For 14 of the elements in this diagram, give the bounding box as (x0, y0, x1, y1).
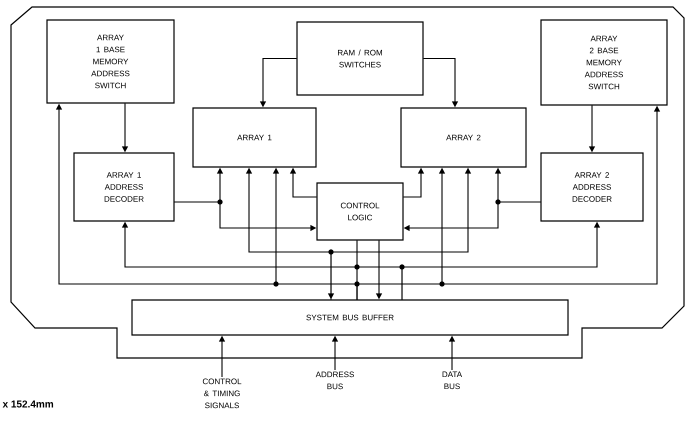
signal-label: CONTROL & TIMING SIGNALS (202, 378, 242, 408)
block-box: ARRAY 2 BASE MEMORY ADDRESS SWITCH (540, 19, 668, 106)
dimension-text: x 152.4mm (2, 400, 54, 408)
block-box: RAM / ROM SWITCHES (296, 21, 424, 96)
block-box: ARRAY 2 (400, 107, 527, 168)
block-box: ARRAY 1 BASE MEMORY ADDRESS SWITCH (46, 19, 175, 104)
block-box: CONTROL LOGIC (316, 182, 404, 241)
connector-line (356, 240, 358, 300)
signal-label: ADDRESS BUS (316, 372, 354, 390)
block-box: ARRAY 1 (192, 107, 317, 168)
block-box: ARRAY 2 ADDRESS DECODER (540, 152, 644, 222)
block-box: SYSTEM BUS BUFFER (131, 299, 569, 336)
block-box: ARRAY 1 ADDRESS DECODER (73, 152, 175, 222)
signal-label: DATA BUS (442, 372, 462, 390)
